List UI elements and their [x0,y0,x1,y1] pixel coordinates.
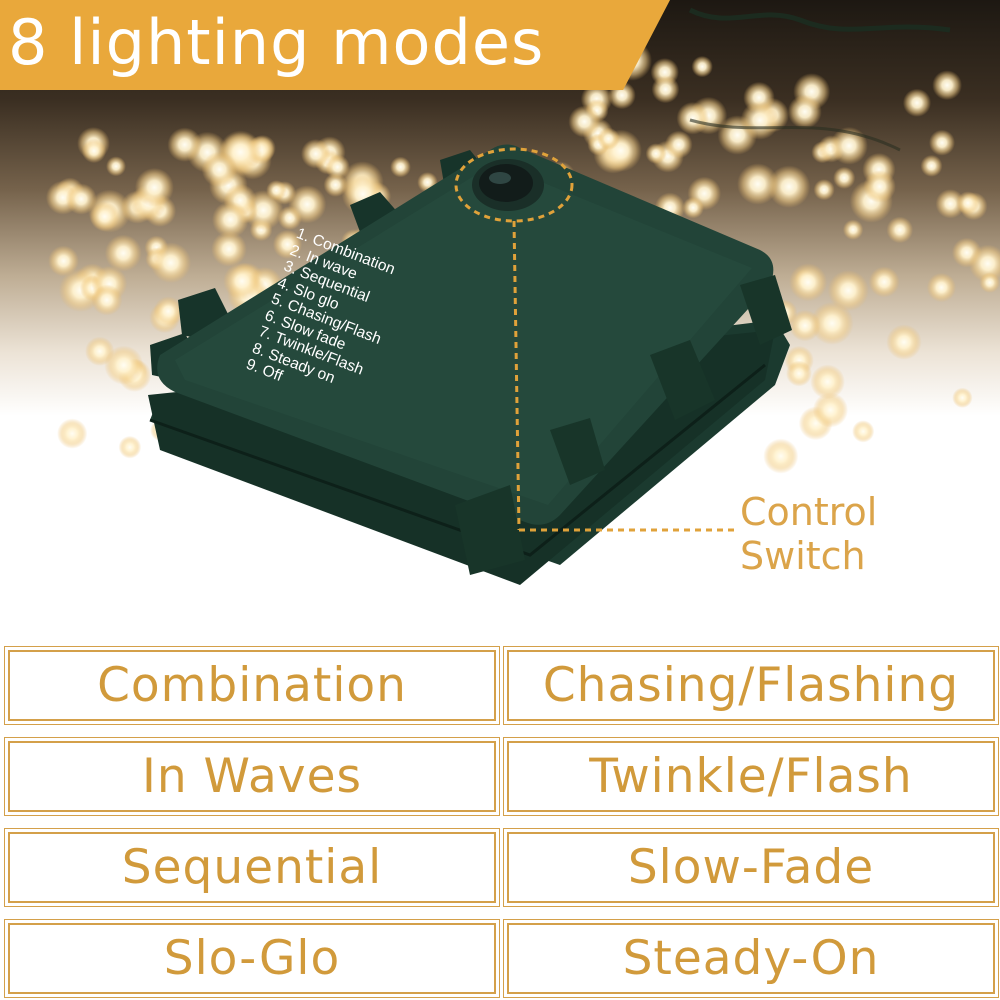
mode-cell-label: Twinkle/Flash [589,749,913,804]
led-bulb-icon [827,270,869,312]
led-bulb-icon [57,418,88,449]
led-bulb-icon [886,324,922,360]
mode-cell-chasing-flashing: Chasing/Flashing [503,646,999,725]
led-bulb-icon [812,392,849,428]
led-bulb-icon [813,179,835,201]
led-bulb-icon [676,101,710,135]
led-bulb-icon [266,180,287,201]
control-switch-line-2: Switch [740,534,866,578]
led-bulb-icon [272,229,303,260]
mode-cell-label: Slo-Glo [163,931,341,986]
mode-cell-label: Combination [97,658,407,713]
led-bulb-icon [929,129,955,156]
mode-cell-sequential: Sequential [4,828,500,907]
led-bulb-icon [212,201,249,239]
led-bulb-icon [691,55,713,78]
led-bulb-icon [134,167,174,207]
led-bulb-icon [763,438,799,474]
led-bulb-icon [868,266,900,298]
led-bulb-icon [325,154,350,180]
led-bulb-icon [288,185,327,224]
led-bulb-icon [810,364,845,400]
control-switch-line-1: Control [740,490,878,534]
led-bulb-icon [568,105,601,138]
led-bulb-icon [390,156,411,178]
led-bulb-icon [104,345,144,385]
led-bulb-icon [106,156,126,177]
mode-cell-label: Sequential [121,840,383,895]
mode-cell-label: Chasing/Flashing [542,658,960,713]
title-text: 8 lighting modes [8,6,545,79]
led-bulb-icon [89,201,120,232]
led-bulb-icon [926,272,957,303]
mode-cell-slo-glo: Slo-Glo [4,919,500,998]
led-bulb-icon [863,170,896,203]
mode-cell-combination: Combination [4,646,500,725]
mode-cell-slow-fade: Slow-Fade [503,828,999,907]
led-bulb-icon [789,263,828,302]
mode-cell-label: Steady-On [622,931,880,986]
led-bulb-icon [902,88,932,117]
led-bulb-icon [787,94,822,129]
controller-box [148,144,792,585]
led-bulb-icon [153,296,184,327]
led-bulb-icon [65,183,97,215]
led-bulb-icon [645,143,667,165]
title-banner [0,0,670,90]
led-bulb-icon [211,231,247,267]
led-bulb-icon [852,420,875,443]
mode-cell-in-waves: In Waves [4,737,500,816]
led-bulb-icon [920,154,943,177]
mode-cell-twinkle-flash: Twinkle/Flash [503,737,999,816]
led-bulb-icon [201,151,238,188]
product-photo: 1. Combination 2. In wave 3. Sequential … [0,0,1000,630]
mode-cell-label: In Waves [141,749,363,804]
led-bulb-icon [223,262,261,300]
led-bulb-icon [167,127,202,162]
led-bulb-icon [651,75,680,104]
mode-cell-steady-on: Steady-On [503,919,999,998]
led-bulb-icon [932,70,962,101]
led-bulb-icon [81,138,107,164]
led-bulb-icon [104,234,142,272]
led-bulb-icon [956,191,980,215]
led-bulb-icon [979,272,1000,293]
led-bulb-icon [682,196,704,219]
led-bulb-icon [150,242,192,283]
led-bulb-icon [810,301,854,345]
led-bulb-icon [789,309,821,342]
led-bulb-icon [833,166,856,189]
led-bulb-icon [886,216,914,244]
led-bulb-icon [664,130,693,159]
led-bulb-icon [935,189,965,219]
led-bulb-icon [91,284,123,316]
led-bulb-icon [737,163,779,205]
led-bulb-icon [740,100,780,140]
led-bulb-icon [786,360,812,387]
led-bulb-icon [597,127,620,150]
control-switch-label: Control Switch [740,490,877,578]
mode-cell-label: Slow-Fade [627,840,875,895]
led-bulb-icon [118,435,142,459]
led-bulb-icon [830,126,868,165]
led-bulb-icon [301,139,331,169]
led-bulb-icon [842,219,864,240]
led-bulb-icon [48,245,79,277]
led-bulb-icon [767,165,811,208]
led-bulb-icon [952,387,973,408]
